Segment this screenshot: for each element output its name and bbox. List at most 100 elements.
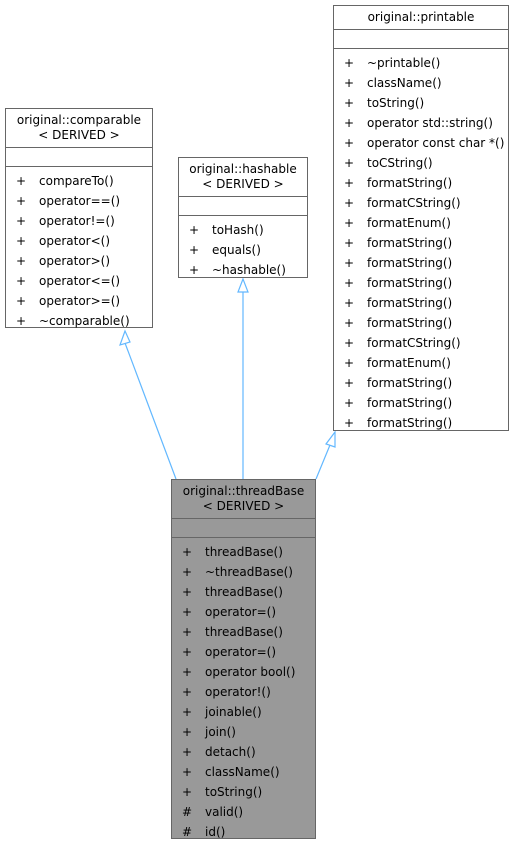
operation-row: +formatString() xyxy=(334,233,508,253)
class-name: original::comparable xyxy=(16,113,142,127)
operation-row: + operator bool() xyxy=(172,662,315,682)
operation-row: + operator==() xyxy=(6,191,152,211)
visibility-marker: + xyxy=(16,174,27,188)
visibility-marker: + xyxy=(182,565,193,579)
operation-name: toString() xyxy=(367,96,425,110)
class-printable[interactable]: original::printable +~printable() +class… xyxy=(333,5,509,431)
visibility-marker: + xyxy=(344,176,355,190)
class-hashable[interactable]: original::hashable < DERIVED > + toHash()… xyxy=(178,157,308,278)
operation-row: +formatEnum() xyxy=(334,213,508,233)
class-name: original::hashable xyxy=(189,162,297,176)
operation-name: operator std::string() xyxy=(367,116,493,130)
operation-name: operator>=() xyxy=(39,294,121,308)
visibility-marker: + xyxy=(344,96,355,110)
class-comparable[interactable]: original::comparable < DERIVED > +compar… xyxy=(5,108,153,328)
visibility-marker: + xyxy=(182,705,193,719)
arrowhead-hashable xyxy=(237,277,249,293)
operation-name: equals() xyxy=(212,243,261,257)
operation-name: formatEnum() xyxy=(367,356,451,370)
visibility-marker: + xyxy=(344,296,355,310)
operation-row: + compareTo() xyxy=(6,171,152,191)
operation-row: + className() xyxy=(334,73,508,93)
visibility-marker: + xyxy=(182,625,193,639)
operation-name: join() xyxy=(205,725,236,739)
visibility-marker: + xyxy=(182,665,193,679)
operation-row: + join() xyxy=(172,722,315,742)
operation-name: ~hashable() xyxy=(212,263,286,277)
operation-name: toHash() xyxy=(212,223,264,237)
operation-row: + operator<() xyxy=(6,231,152,251)
visibility-marker: + xyxy=(182,545,193,559)
operation-name: operator!() xyxy=(205,685,271,699)
operation-row: + ~threadBase() xyxy=(172,562,315,582)
operation-row: +operator>() xyxy=(6,251,152,271)
operation-name: formatCString() xyxy=(367,196,461,210)
operation-name: formatString() xyxy=(367,256,453,270)
operation-name: threadBase() xyxy=(205,545,283,559)
operation-name: ~printable() xyxy=(367,56,441,70)
visibility-marker: + xyxy=(189,223,200,237)
operation-row: +toString() xyxy=(172,782,315,802)
operation-name: operator==() xyxy=(39,194,121,208)
visibility-marker: + xyxy=(16,194,27,208)
class-title: original::threadBase < DERIVED > xyxy=(172,480,315,519)
class-threadbase[interactable]: original::threadBase < DERIVED > +thread… xyxy=(171,479,316,839)
operation-row: +threadBase() xyxy=(172,622,315,642)
operation-row: + operator!() xyxy=(172,682,315,702)
operation-name: toCString() xyxy=(367,156,433,170)
operation-row: +className() xyxy=(172,762,315,782)
operation-name: detach() xyxy=(205,745,256,759)
operation-row: +formatString() xyxy=(334,273,508,293)
operation-row: +~printable() xyxy=(334,53,508,73)
visibility-marker: + xyxy=(344,356,355,370)
visibility-marker: # xyxy=(182,805,193,819)
operation-row: + formatString() xyxy=(334,393,508,413)
operation-row: + toHash() xyxy=(179,220,307,240)
operation-name: className() xyxy=(367,76,442,90)
visibility-marker: + xyxy=(16,214,27,228)
operation-name: id() xyxy=(205,825,226,839)
visibility-marker: + xyxy=(344,276,355,290)
operation-row: +formatString() xyxy=(334,293,508,313)
visibility-marker: + xyxy=(16,234,27,248)
operation-row: + formatEnum() xyxy=(334,353,508,373)
operation-name: operator=() xyxy=(205,645,277,659)
arrowhead-comparable xyxy=(119,329,131,346)
visibility-marker: + xyxy=(344,396,355,410)
operation-name: operator bool() xyxy=(205,665,296,679)
operation-name: ~threadBase() xyxy=(205,565,293,579)
visibility-marker: + xyxy=(182,725,193,739)
operation-row: + ~hashable() xyxy=(179,260,307,280)
operation-name: formatString() xyxy=(367,396,453,410)
edge-threadbase-to-comparable xyxy=(124,342,177,480)
operation-row: + threadBase() xyxy=(172,542,315,562)
attributes-section xyxy=(172,519,315,538)
visibility-marker: + xyxy=(344,376,355,390)
edge-threadbase-to-printable xyxy=(315,444,331,480)
operation-name: operator<=() xyxy=(39,274,121,288)
visibility-marker: + xyxy=(344,76,355,90)
visibility-marker: + xyxy=(16,274,27,288)
template-param: < DERIVED > xyxy=(202,499,285,513)
visibility-marker: + xyxy=(182,785,193,799)
operation-row: +formatCString() xyxy=(334,193,508,213)
attributes-section xyxy=(6,148,152,167)
operation-row: #valid() xyxy=(172,802,315,822)
operation-name: compareTo() xyxy=(39,174,114,188)
visibility-marker: + xyxy=(189,263,200,277)
operation-name: threadBase() xyxy=(205,585,283,599)
template-param: < DERIVED > xyxy=(202,177,284,191)
operation-name: formatString() xyxy=(367,316,453,330)
visibility-marker: + xyxy=(344,336,355,350)
operation-row: +equals() xyxy=(179,240,307,260)
operation-name: formatCString() xyxy=(367,336,461,350)
visibility-marker: + xyxy=(16,314,27,328)
visibility-marker: + xyxy=(344,416,355,430)
operation-row: +formatString() xyxy=(334,173,508,193)
visibility-marker: + xyxy=(16,294,27,308)
visibility-marker: + xyxy=(182,645,193,659)
operation-row: +operator=() xyxy=(172,602,315,622)
operation-name: operator<() xyxy=(39,234,111,248)
visibility-marker: + xyxy=(182,685,193,699)
